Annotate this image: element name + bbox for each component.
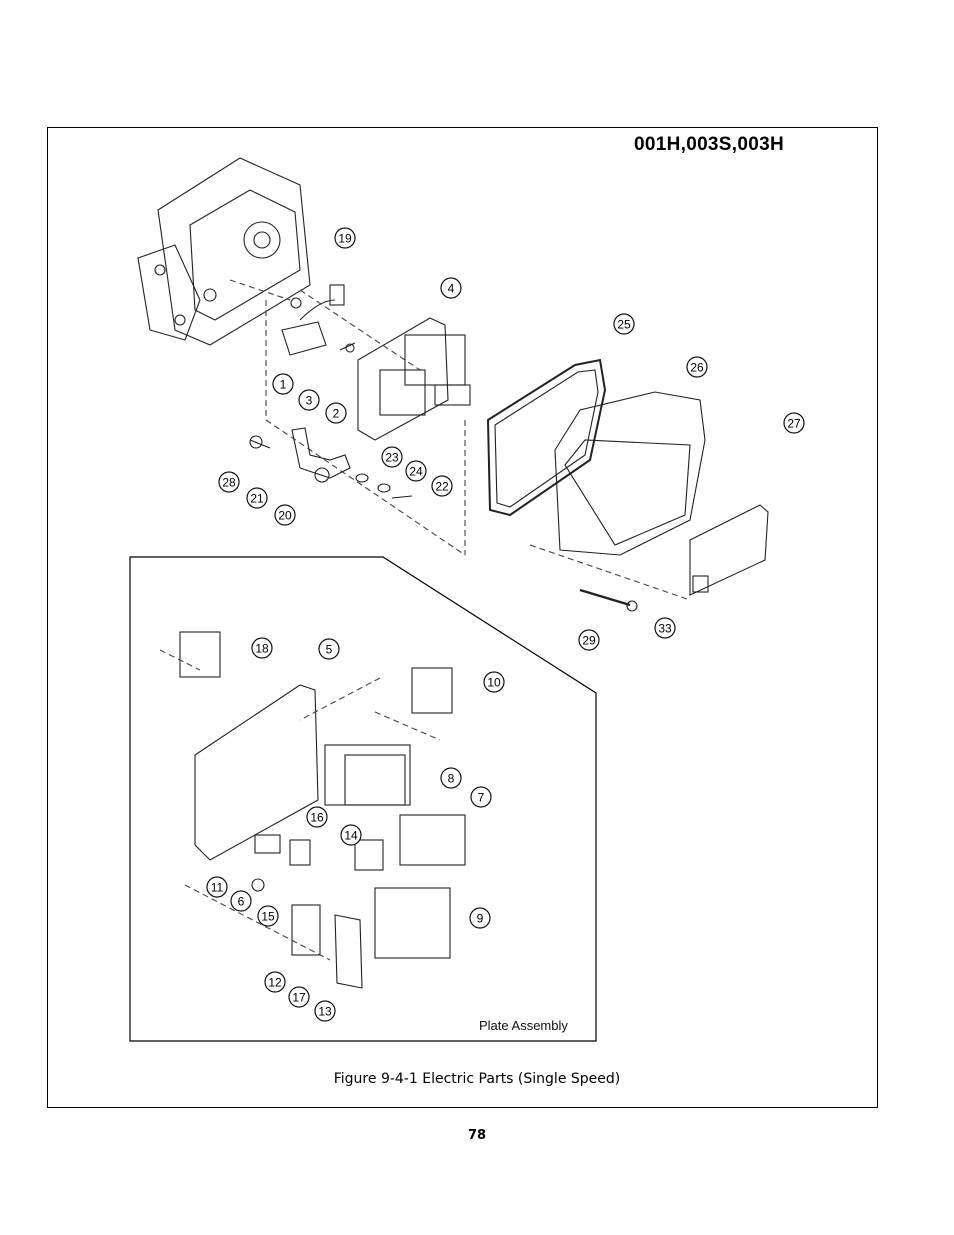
- callout-number: 5: [326, 643, 333, 657]
- callout-number: 9: [477, 912, 484, 926]
- callout-balloon: [246, 487, 268, 509]
- callout-number: 22: [435, 480, 449, 494]
- contactor-plate: [357, 317, 471, 441]
- electric-cover: [554, 391, 706, 556]
- callout-number: 14: [344, 829, 358, 843]
- callout-balloon: [206, 876, 228, 898]
- callout-balloon: [340, 824, 362, 846]
- callout-balloon: [405, 460, 427, 482]
- callout-balloon: [334, 227, 356, 249]
- callout-balloon: [469, 907, 491, 929]
- callout-number: 19: [338, 232, 352, 246]
- inset-title: Plate Assembly: [479, 1018, 568, 1033]
- callout-number: 23: [385, 451, 399, 465]
- callout-number: 2: [333, 407, 340, 421]
- callout-number: 4: [448, 282, 455, 296]
- callout-balloon: [431, 475, 453, 497]
- callout-balloon: [257, 905, 279, 927]
- callout-number: 10: [487, 676, 501, 690]
- callout-number: 28: [222, 476, 236, 490]
- callout-number: 21: [250, 492, 264, 506]
- callout-number: 26: [690, 361, 704, 375]
- callout-number: 33: [658, 622, 672, 636]
- callout-number: 8: [448, 772, 455, 786]
- callout-number: 7: [478, 791, 485, 805]
- callout-balloon: [440, 277, 462, 299]
- callout-number: 12: [268, 976, 282, 990]
- model-header: 001H,003S,003H: [634, 134, 784, 155]
- callout-number: 29: [582, 634, 596, 648]
- callout-balloon: [218, 471, 240, 493]
- callout-balloon: [381, 446, 403, 468]
- callout-number: 3: [306, 394, 313, 408]
- exploded-parts-diagram: 1234567891011121314151617181920212223242…: [129, 157, 805, 1042]
- callout-number: 15: [261, 910, 275, 924]
- callout-balloon: [288, 986, 310, 1008]
- callout-balloon: [272, 373, 294, 395]
- callout-balloon: [325, 402, 347, 424]
- figure-caption: Figure 9-4-1 Electric Parts (Single Spee…: [333, 1071, 621, 1087]
- callout-balloon: [686, 356, 708, 378]
- callout-balloon: [654, 617, 676, 639]
- callout-balloon: [251, 637, 273, 659]
- figure-frame: [47, 127, 878, 1108]
- callout-balloon: [613, 313, 635, 335]
- motor-housing: [137, 157, 311, 346]
- callout-number: 1: [280, 378, 287, 392]
- callout-balloon: [298, 389, 320, 411]
- callout-balloon: [470, 786, 492, 808]
- callout-number: 16: [310, 811, 324, 825]
- callout-balloon: [440, 767, 462, 789]
- callout-number: 13: [318, 1005, 332, 1019]
- callout-number: 6: [238, 895, 245, 909]
- callout-number: 20: [278, 509, 292, 523]
- page-number: 78: [467, 1128, 487, 1143]
- callout-balloon: [274, 504, 296, 526]
- callout-balloon: [318, 638, 340, 660]
- callout-number: 17: [292, 991, 306, 1005]
- callouts: 1234567891011121314151617181920212223242…: [206, 227, 805, 1022]
- callout-number: 27: [787, 417, 801, 431]
- callout-balloon: [306, 806, 328, 828]
- callout-balloon: [230, 890, 252, 912]
- callout-number: 11: [211, 881, 224, 895]
- callout-number: 18: [255, 642, 269, 656]
- plate-assembly-inset: [129, 556, 597, 1042]
- callout-balloon: [783, 412, 805, 434]
- callout-balloon: [264, 971, 286, 993]
- callout-balloon: [314, 1000, 336, 1022]
- callout-balloon: [578, 629, 600, 651]
- callout-number: 24: [409, 465, 423, 479]
- callout-balloon: [483, 671, 505, 693]
- callout-number: 25: [617, 318, 631, 332]
